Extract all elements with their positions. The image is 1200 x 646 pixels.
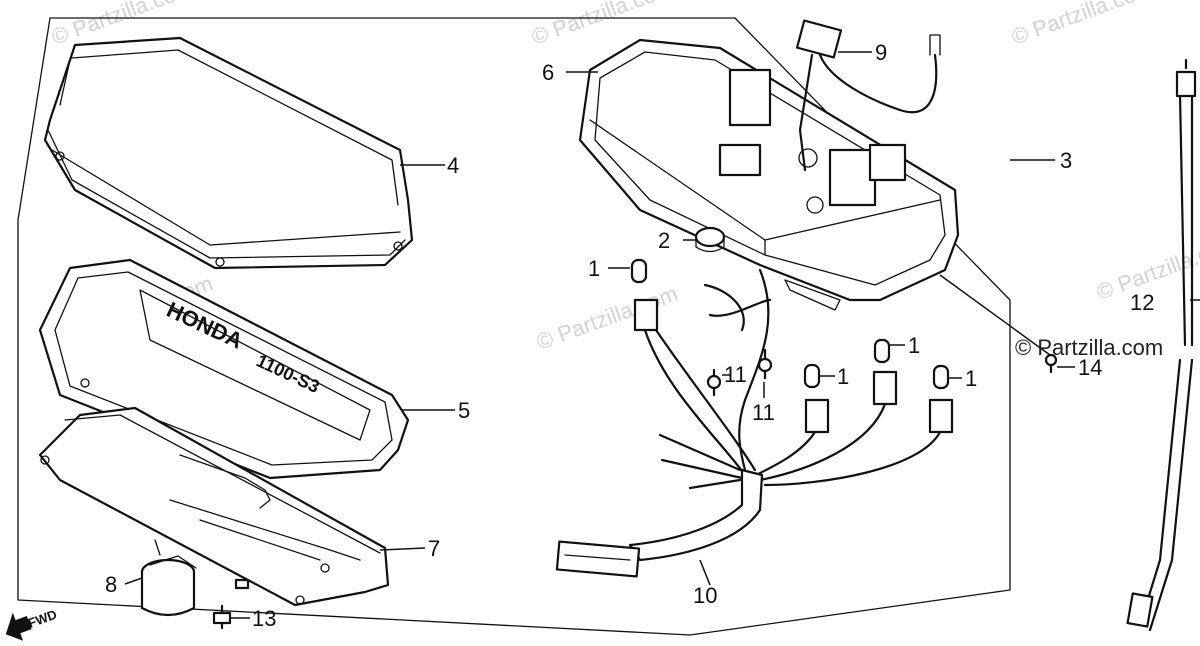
callout-13: 13 [252, 606, 276, 631]
part-screws-11 [706, 348, 773, 397]
callouts: 4 5 7 8 13 6 9 3 2 1 1 1 1 11 11 10 14 1… [105, 40, 1154, 631]
callout-10: 10 [693, 583, 717, 608]
callout-5: 5 [458, 398, 470, 423]
part-grommet-2 [694, 226, 726, 253]
part-bulbs [630, 258, 950, 390]
watermark-front: © Partzilla.com [1015, 335, 1163, 360]
watermark: © Partzilla.com [533, 281, 681, 355]
fwd-label: FWD [26, 607, 59, 631]
callout-4: 4 [447, 153, 459, 178]
assembly-boundary [17, 17, 1011, 636]
fwd-indicator: FWD [5, 607, 59, 641]
part-screw-14 [1044, 353, 1058, 374]
callout-1: 1 [837, 364, 849, 389]
callout-1: 1 [965, 366, 977, 391]
leader-lines [124, 51, 1200, 619]
callout-14: 14 [1078, 355, 1102, 380]
callout-1: 1 [588, 256, 600, 281]
callout-3: 3 [1060, 148, 1072, 173]
part-screw-13 [212, 604, 232, 630]
callout-11: 11 [752, 400, 775, 425]
part-base-plate [38, 378, 390, 607]
callout-2: 2 [658, 228, 670, 253]
part-gauge-unit [140, 539, 197, 617]
part-sensor-9 [795, 19, 941, 172]
part-meter-case [578, 38, 960, 311]
part-screw-post [234, 578, 250, 590]
part-speedometer-cable [1126, 58, 1197, 632]
part-lens-cover [43, 36, 414, 270]
callout-11: 11 [724, 362, 747, 387]
callout-1: 1 [908, 333, 920, 358]
callout-12: 12 [1130, 290, 1154, 315]
callout-8: 8 [105, 572, 117, 597]
callout-7: 7 [428, 536, 440, 561]
part-face-panel: HONDA 1100-S3 [38, 258, 410, 480]
callout-9: 9 [875, 40, 887, 65]
watermark: © Partzilla.com [1008, 0, 1156, 50]
fwd-arrow-icon [5, 612, 32, 641]
part-wire-harness [555, 268, 942, 578]
callout-6: 6 [542, 60, 554, 85]
